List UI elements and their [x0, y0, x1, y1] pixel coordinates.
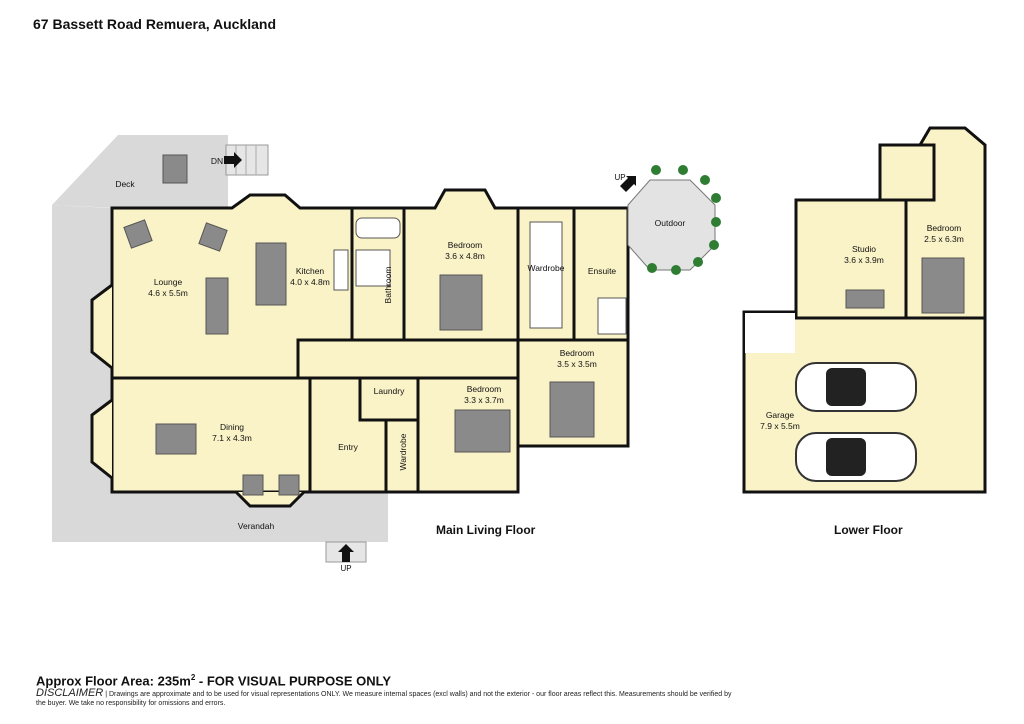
kitchen-label: Kitchen [296, 266, 325, 276]
bedroom1-size: 3.6 x 4.8m [445, 251, 485, 261]
verandah-area [52, 492, 388, 542]
studio-label: Studio [852, 244, 876, 254]
armchair-icon [242, 474, 264, 496]
car-icon [795, 432, 917, 482]
bathtub-icon [355, 217, 401, 239]
lower-bathroom [878, 143, 936, 202]
sofa-icon [205, 277, 229, 335]
armchair-icon [198, 222, 228, 252]
laundry-label: Laundry [374, 386, 405, 396]
stove-icon [333, 249, 349, 291]
floor-area: Approx Floor Area: 235m2 - FOR VISUAL PU… [36, 673, 391, 688]
dining-table-icon [155, 423, 197, 455]
dn-arrow-icon [224, 152, 242, 168]
dn-label: DN [211, 156, 223, 166]
dining-bay [90, 398, 113, 480]
floor-area-sup: 2 [190, 673, 196, 682]
disclaimer-heading: DISCLAIMER [36, 687, 104, 699]
up-outdoor-label: UP [614, 173, 625, 182]
lower-floor-label: Lower Floor [834, 523, 903, 537]
up-arrow-icon [338, 544, 354, 562]
armchair-icon [123, 219, 153, 249]
outdoor-area [627, 179, 716, 271]
floor-area-prefix: Approx Floor Area: 235m [36, 673, 191, 689]
bed-icon [439, 274, 483, 331]
bedroom2-size: 3.3 x 3.7m [464, 395, 504, 405]
bedroom2-label: Bedroom [467, 384, 502, 394]
wardrobe-island-icon [529, 221, 563, 329]
up-verandah-label: UP [340, 564, 351, 573]
kitchen-island-icon [255, 242, 287, 306]
shower-icon [355, 249, 391, 287]
disclaimer: DISCLAIMER | Drawings are approximate an… [36, 687, 736, 708]
outdoor-label: Outdoor [655, 218, 686, 228]
up-arrow-icon [620, 176, 636, 192]
ensuite-label: Ensuite [588, 266, 617, 276]
dining-size: 7.1 x 4.3m [212, 433, 252, 443]
armchair-icon [278, 474, 300, 496]
verandah-label: Verandah [238, 521, 275, 531]
laundry-room [358, 376, 420, 422]
bed-icon [454, 409, 511, 453]
bathroom-label: Bathroom [383, 267, 393, 304]
bed-icon [921, 257, 965, 314]
car-icon [795, 362, 917, 412]
garage-label: Garage [766, 410, 795, 420]
deck-table-icon [162, 154, 188, 184]
disclaimer-text: | Drawings are approximate and to be use… [36, 691, 732, 707]
sofa-icon [845, 289, 885, 309]
dining-label: Dining [220, 422, 244, 432]
page-title: 67 Bassett Road Remuera, Auckland [33, 16, 277, 32]
outdoor-plants [647, 165, 721, 275]
bedroom1-label: Bedroom [448, 240, 483, 250]
lounge-label: Lounge [154, 277, 183, 287]
garage-entry [745, 313, 795, 353]
deck-label: Deck [115, 179, 135, 189]
shower-icon [597, 297, 627, 335]
floor-area-suffix: - FOR VISUAL PURPOSE ONLY [195, 673, 392, 689]
bedroom4-size: 2.5 x 6.3m [924, 234, 964, 244]
wardrobe2-label: Wardrobe [398, 433, 408, 470]
lounge-bay [90, 283, 113, 370]
entry-label: Entry [338, 442, 359, 452]
bedroom3-size: 3.5 x 3.5m [557, 359, 597, 369]
lounge-size: 4.6 x 5.5m [148, 288, 188, 298]
wardrobe1-label: Wardrobe [527, 263, 564, 273]
bed-icon [549, 381, 595, 438]
bedroom4-label: Bedroom [927, 223, 962, 233]
deck-area [52, 135, 228, 208]
bedroom3-label: Bedroom [560, 348, 595, 358]
main-floor-label: Main Living Floor [436, 523, 536, 537]
studio-size: 3.6 x 3.9m [844, 255, 884, 265]
kitchen-size: 4.0 x 4.8m [290, 277, 330, 287]
garage-size: 7.9 x 5.5m [760, 421, 800, 431]
